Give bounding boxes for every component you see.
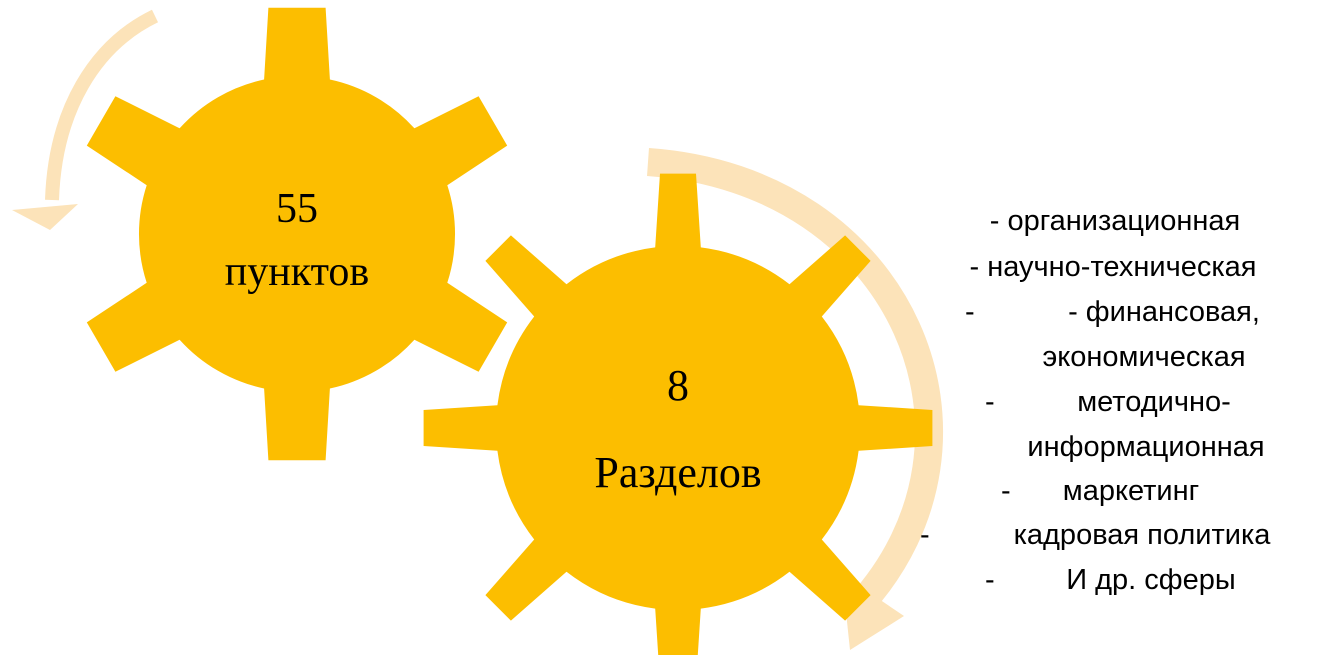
cycle-arrow-small-gear-icon: [12, 9, 159, 230]
area-item: кадровая политика: [1014, 519, 1272, 551]
area-item: - финансовая,: [1068, 296, 1260, 328]
area-dash: -: [985, 386, 995, 418]
gear-small-icon: [86, 7, 508, 461]
area-dash: -: [920, 519, 930, 551]
gear-small-count: 55: [276, 186, 318, 232]
area-item: экономическая: [1042, 341, 1245, 373]
area-dash: -: [965, 296, 975, 328]
area-dash: -: [1001, 475, 1011, 507]
area-item: информационная: [1027, 431, 1264, 463]
gear-small-label: пунктов: [225, 249, 369, 295]
area-item: методично-: [1077, 386, 1231, 418]
area-dash: -: [985, 564, 995, 596]
gear-large-count: 8: [667, 361, 689, 410]
areas-list: - организационная - научно-техническая -…: [920, 205, 1271, 596]
area-item: - научно-техническая: [970, 251, 1257, 283]
gear-large-label: Разделов: [594, 448, 761, 497]
area-item: И др. сферы: [1066, 564, 1236, 596]
gear-large-icon: [423, 173, 933, 655]
area-item: маркетинг: [1063, 475, 1199, 507]
area-item: - организационная: [990, 205, 1240, 237]
